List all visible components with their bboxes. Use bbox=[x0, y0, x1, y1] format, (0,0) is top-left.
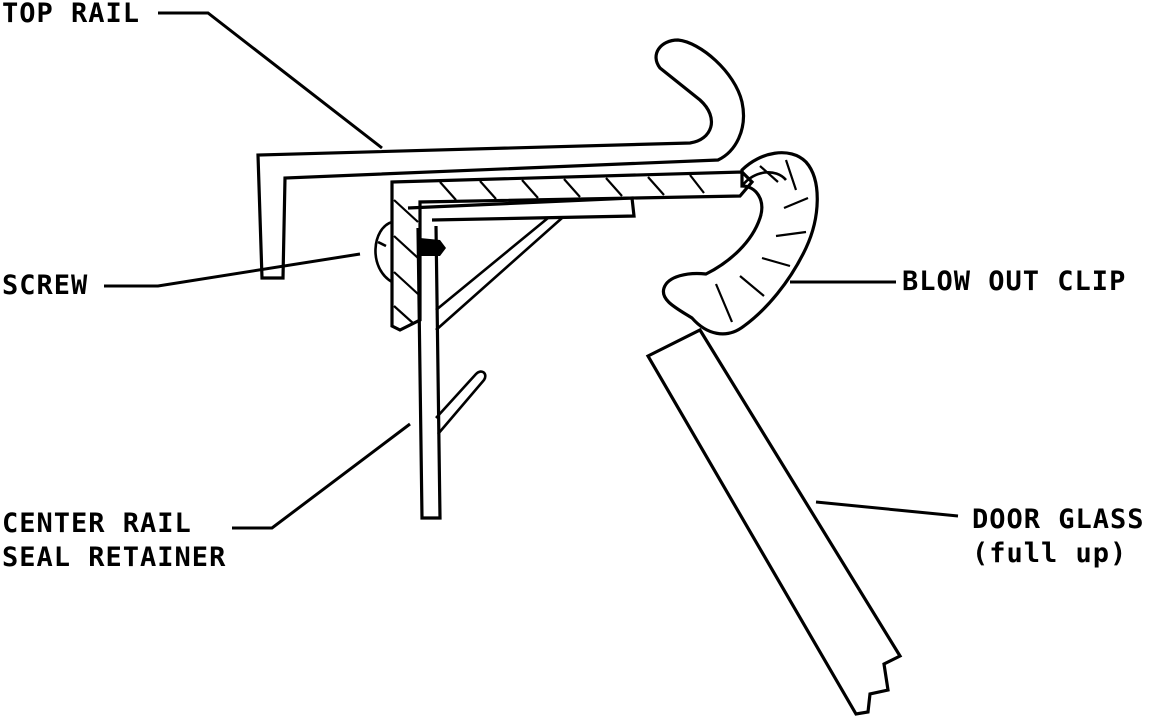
screw-leader bbox=[104, 252, 361, 288]
label-seal-retainer: SEAL RETAINER bbox=[2, 542, 226, 573]
blow-out-clip bbox=[661, 151, 819, 336]
top-rail-leader bbox=[158, 11, 383, 150]
top-rail bbox=[256, 38, 745, 280]
label-center-rail: CENTER RAIL bbox=[2, 508, 192, 539]
center-rail-leader bbox=[232, 422, 411, 530]
label-blow-out-clip: BLOW OUT CLIP bbox=[902, 266, 1126, 297]
label-top-rail: TOP RAIL bbox=[2, 0, 140, 29]
leader-lines bbox=[104, 11, 959, 530]
center-rail-seal-retainer bbox=[390, 170, 755, 520]
labels: TOP RAIL SCREW CENTER RAIL SEAL RETAINER… bbox=[2, 0, 1145, 573]
screw bbox=[374, 220, 446, 284]
door-glass bbox=[645, 327, 903, 716]
label-screw: SCREW bbox=[2, 270, 88, 301]
door-glass-leader bbox=[815, 500, 959, 518]
label-door-glass: DOOR GLASS bbox=[972, 504, 1145, 535]
label-full-up: (full up) bbox=[972, 538, 1127, 569]
